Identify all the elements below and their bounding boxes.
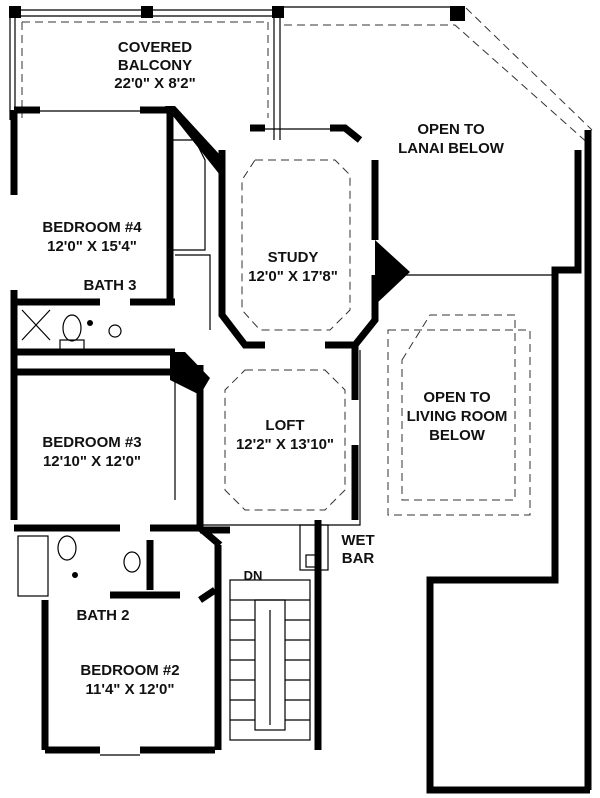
bath2-label: BATH 2: [76, 607, 129, 624]
study-label: STUDY: [268, 249, 319, 266]
balcony-label: COVERED: [118, 39, 192, 56]
bedroom4-size: 12'0" X 15'4": [47, 238, 137, 255]
balcony-size: 22'0" X 8'2": [114, 75, 195, 92]
bedroom3-size: 12'10" X 12'0": [43, 453, 141, 470]
column: [450, 6, 465, 21]
bedroom3-label: BEDROOM #3: [42, 434, 141, 451]
bedroom4-label: BEDROOM #4: [42, 219, 142, 236]
lanai-label: OPEN TO: [417, 121, 485, 138]
study-size: 12'0" X 17'8": [248, 268, 338, 285]
loft-size: 12'2" X 13'10": [236, 436, 334, 453]
bath3-label: BATH 3: [83, 277, 136, 294]
column: [141, 6, 153, 18]
open-to-lanai: [284, 6, 593, 146]
staircase: [198, 520, 322, 750]
balcony-label-2: BALCONY: [118, 57, 192, 74]
stairs-dn-label: DN: [244, 568, 263, 583]
open-to-living-room: [387, 314, 531, 516]
covered-balcony: [9, 6, 284, 140]
living-label-2: LIVING ROOM: [407, 408, 508, 425]
living-label: OPEN TO: [423, 389, 491, 406]
loft-label: LOFT: [265, 417, 304, 434]
lanai-label-2: LANAI BELOW: [398, 140, 505, 157]
wetbar-label: WET: [341, 532, 374, 549]
column: [272, 6, 284, 18]
wet-bar-counter: [299, 524, 329, 571]
bedroom2-size: 11'4" X 12'0": [86, 681, 175, 698]
wetbar-label-2: BAR: [342, 550, 375, 567]
living-label-3: BELOW: [429, 427, 486, 444]
column: [9, 6, 21, 18]
bedroom2-label: BEDROOM #2: [80, 662, 179, 679]
